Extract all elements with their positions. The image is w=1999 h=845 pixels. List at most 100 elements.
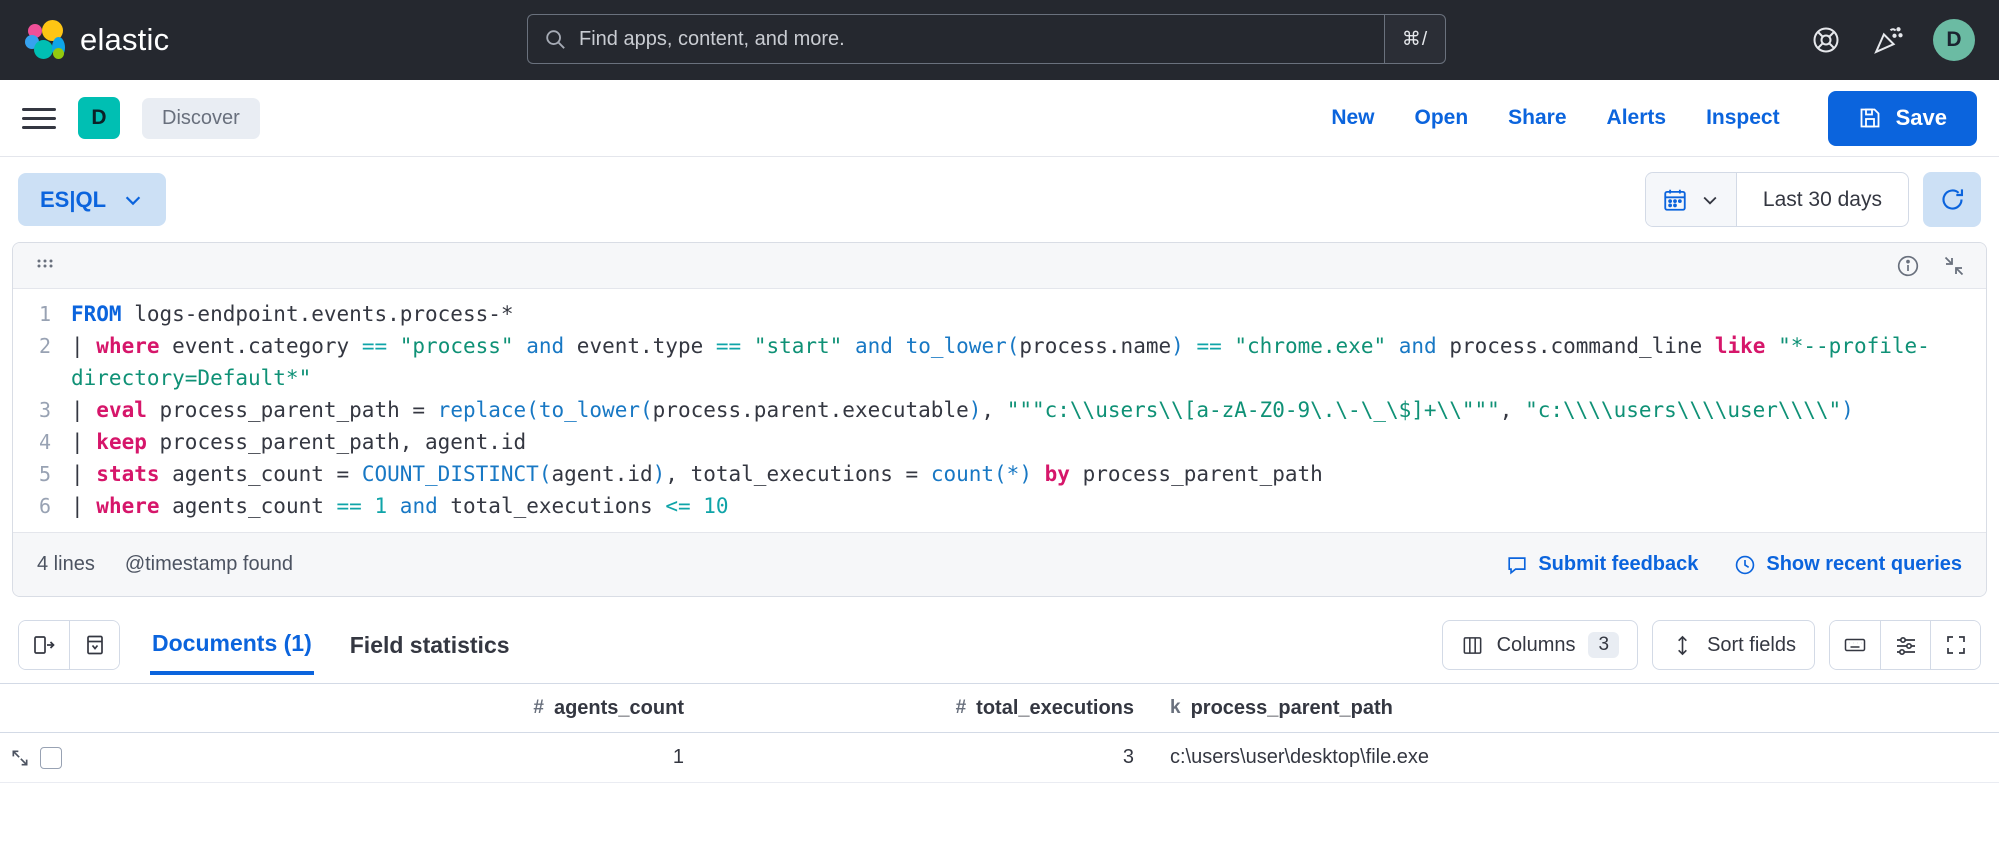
- timestamp-found-label: @timestamp found: [124, 553, 293, 575]
- refresh-button[interactable]: [1923, 172, 1981, 227]
- info-circle-icon[interactable]: [1896, 254, 1920, 278]
- calendar-icon: [1664, 189, 1686, 211]
- tab-documents[interactable]: Documents (1): [150, 616, 314, 675]
- nav-link-share[interactable]: Share: [1508, 106, 1567, 129]
- sort-fields-button[interactable]: Sort fields: [1652, 620, 1815, 670]
- column-header-process-parent-path[interactable]: k process_parent_path: [1152, 697, 1999, 720]
- app-badge[interactable]: D: [78, 97, 120, 139]
- collapse-icon[interactable]: [1942, 254, 1966, 278]
- nav-link-inspect[interactable]: Inspect: [1706, 106, 1780, 129]
- column-header-total-executions[interactable]: # total_executions: [702, 697, 1152, 720]
- column-header-label: process_parent_path: [1190, 696, 1393, 719]
- code-line-text: | where event.category == "process" and …: [71, 334, 1930, 390]
- results-right-buttons: [1829, 620, 1981, 670]
- tab-field-statistics[interactable]: Field statistics: [349, 631, 510, 658]
- code-line: 3 | eval process_parent_path = replace(to…: [13, 394, 1986, 426]
- search-icon: [546, 30, 565, 49]
- show-recent-queries-link[interactable]: Show recent queries: [1734, 553, 1962, 576]
- refresh-icon: [1942, 189, 1963, 210]
- chevron-down-icon: [125, 195, 141, 205]
- sort-fields-label: Sort fields: [1707, 633, 1796, 656]
- line-number: 5: [38, 462, 51, 486]
- field-type-icon: #: [955, 697, 967, 718]
- nav-link-open[interactable]: Open: [1414, 106, 1469, 129]
- editor-footer: 4 lines @timestamp found Submit feedback…: [13, 532, 1986, 596]
- code-line: 5| stats agents_count = COUNT_DISTINCT(a…: [13, 458, 1986, 490]
- chevron-down-icon: [1703, 196, 1717, 205]
- column-header-agents-count[interactable]: # agents_count: [82, 697, 702, 720]
- confetti-icon[interactable]: [1871, 23, 1905, 57]
- hamburger-icon[interactable]: [22, 104, 56, 132]
- date-picker[interactable]: Last 30 days: [1644, 172, 1909, 227]
- cell-total-executions[interactable]: 3: [1122, 746, 1134, 768]
- global-search[interactable]: Find apps, content, and more. ⌘/: [527, 14, 1446, 64]
- columns-icon: [1463, 636, 1481, 654]
- fullscreen-icon[interactable]: [1930, 621, 1980, 669]
- code-line: 6 | where agents_count == 1 and total_exe…: [13, 490, 1986, 522]
- user-avatar[interactable]: D: [1933, 19, 1975, 61]
- code-line-text: | where agents_count == 1 and total_exec…: [71, 494, 729, 518]
- column-header-label: agents_count: [553, 696, 684, 719]
- line-number: 6: [38, 494, 51, 518]
- column-header-label: total_executions: [976, 696, 1134, 719]
- editor-footer-links: Submit feedback Show recent queries: [1506, 553, 1962, 576]
- code-line-text: | keep process_parent_path, agent.id: [71, 430, 527, 454]
- keyboard-icon[interactable]: [1830, 621, 1880, 669]
- brand-name: elastic: [80, 22, 170, 57]
- save-button[interactable]: Save: [1827, 90, 1977, 146]
- code-line: 1 FROM logs-endpoint.events.process-*: [13, 298, 1986, 330]
- editor-header: [13, 243, 1986, 289]
- field-type-icon: k: [1170, 697, 1181, 718]
- lifebuoy-icon[interactable]: [1809, 23, 1843, 57]
- columns-count: 3: [1588, 632, 1620, 658]
- table-density-icon[interactable]: [69, 621, 119, 669]
- show-recent-queries-label: Show recent queries: [1766, 553, 1962, 575]
- cell-agents-count[interactable]: 1: [672, 746, 684, 768]
- search-placeholder: Find apps, content, and more.: [579, 27, 845, 50]
- nav-link-new[interactable]: New: [1331, 106, 1375, 129]
- drag-grip-icon[interactable]: [33, 254, 57, 278]
- language-switcher[interactable]: ES|QL: [18, 173, 167, 226]
- code-line-text: FROM logs-endpoint.events.process-*: [71, 302, 514, 326]
- date-quick-select[interactable]: [1645, 173, 1737, 226]
- cell-process-parent-path[interactable]: c:\users\user\desktop\file.exe: [1170, 746, 1430, 768]
- search-shortcut-badge[interactable]: ⌘/: [1384, 14, 1446, 64]
- floppy-disk-icon: [1860, 108, 1880, 128]
- row-select-checkbox[interactable]: [40, 746, 82, 769]
- save-button-label: Save: [1895, 105, 1947, 130]
- query-toolbar: ES|QL Last 30 days: [0, 157, 1999, 242]
- results-left-buttons: [18, 620, 120, 670]
- results-tabs: Documents (1) Field statistics: [150, 616, 512, 675]
- columns-button[interactable]: Columns 3: [1441, 620, 1639, 670]
- nav-link-alerts[interactable]: Alerts: [1606, 106, 1667, 129]
- elastic-brand[interactable]: elastic: [24, 19, 169, 61]
- comment-icon: [1508, 556, 1526, 575]
- expand-row-icon[interactable]: [0, 748, 40, 768]
- line-number: 3: [38, 398, 51, 422]
- code-line: 2| where event.category == "process" and…: [13, 330, 1986, 394]
- elastic-logo-icon: [24, 19, 66, 61]
- line-number: 4: [38, 430, 51, 454]
- header-actions: D: [1809, 19, 1975, 61]
- query-code-editor[interactable]: 1 FROM logs-endpoint.events.process-* 2| w…: [13, 289, 1986, 532]
- display-options-icon[interactable]: [1880, 621, 1930, 669]
- clock-icon: [1736, 555, 1755, 574]
- app-nav-bar: D Discover New Open Share Alerts Inspect…: [0, 80, 1999, 157]
- sort-icon: [1678, 635, 1687, 655]
- line-number: 1: [38, 302, 51, 326]
- data-grid-header: # agents_count # total_executions k proc…: [0, 683, 1999, 733]
- submit-feedback-link[interactable]: Submit feedback: [1506, 553, 1698, 576]
- field-type-icon: #: [533, 697, 544, 718]
- table-row[interactable]: 1 3 c:\users\user\desktop\file.exe: [0, 733, 1999, 783]
- search-input[interactable]: Find apps, content, and more.: [527, 14, 1384, 64]
- global-header: elastic Find apps, content, and more. ⌘/: [0, 0, 1999, 80]
- breadcrumb[interactable]: Discover: [142, 97, 260, 139]
- flyout-icon[interactable]: [19, 621, 69, 669]
- submit-feedback-label: Submit feedback: [1538, 553, 1699, 575]
- columns-label: Columns: [1496, 633, 1576, 656]
- date-range-label[interactable]: Last 30 days: [1762, 187, 1882, 211]
- editor-header-actions: [1896, 254, 1966, 278]
- time-controls: Last 30 days: [1644, 172, 1981, 227]
- code-line-text: | eval process_parent_path = replace(to_…: [71, 398, 1854, 422]
- nav-actions: New Open Share Alerts Inspect Save: [1331, 90, 1977, 146]
